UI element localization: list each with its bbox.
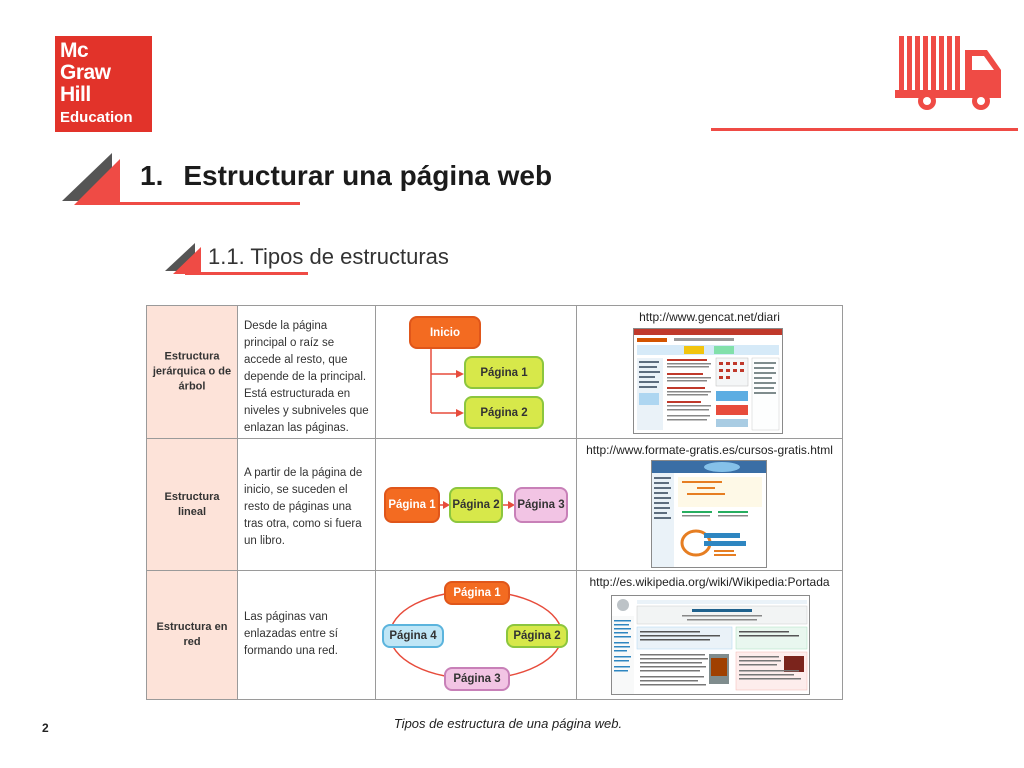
row-label-cell: Estructura lineal (147, 439, 238, 570)
row-label-cell: Estructura en red (147, 571, 238, 699)
website-screenshot (651, 460, 767, 568)
row-label: Estructura en red (156, 621, 228, 648)
linear-connectors (440, 501, 515, 509)
node-inicio: Inicio (409, 316, 481, 349)
example-url: http://es.wikipedia.org/wiki/Wikipedia:P… (589, 575, 830, 589)
website-screenshot (611, 595, 810, 695)
description-cell: Las páginas van enlazadas entre sí forma… (238, 571, 376, 699)
node-pagina-2: Página 2 (506, 624, 568, 648)
node-pagina-1: Página 1 (384, 487, 440, 523)
page-title: 1. Estructurar una página web (140, 160, 552, 192)
table-row: Estructura jerárquica o de árbol Desde l… (147, 306, 842, 439)
heading-decoration (62, 153, 302, 209)
table-row: Estructura en red Las páginas van enlaza… (147, 571, 842, 699)
example-url: http://www.formate-gratis.es/cursos-grat… (586, 443, 833, 457)
subsection-title: 1.1. Tipos de estructuras (208, 244, 449, 269)
mcgraw-hill-logo: Mc Graw Hill Education (55, 36, 152, 132)
logo-line-3: Hill (60, 83, 91, 106)
figure-caption: Tipos de estructura de una página web. (0, 716, 1024, 731)
example-cell: http://www.formate-gratis.es/cursos-grat… (577, 439, 842, 570)
example-cell: http://www.gencat.net/diari (577, 306, 842, 438)
truck-icon (893, 34, 1005, 112)
caption-text: Tipos de estructura de una página web. (393, 716, 623, 731)
tree-connectors (430, 349, 464, 417)
row-label: Estructura jerárquica o de árbol (152, 350, 232, 393)
logo-line-1: Mc (60, 39, 89, 62)
website-screenshot (633, 328, 783, 434)
example-url: http://www.gencat.net/diari (639, 310, 780, 324)
header-rule (711, 128, 1018, 131)
subheading-decoration (165, 243, 310, 277)
node-pagina-1: Página 1 (444, 581, 510, 605)
row-description: A partir de la página de inicio, se suce… (244, 467, 363, 547)
table-row: Estructura lineal A partir de la página … (147, 439, 842, 571)
logo-line-2: Graw (60, 61, 111, 84)
structures-table: Estructura jerárquica o de árbol Desde l… (146, 305, 843, 700)
description-cell: Desde la página principal o raíz se acce… (238, 306, 376, 438)
node-pagina-3: Página 3 (514, 487, 568, 523)
node-pagina-1: Página 1 (464, 356, 544, 389)
description-cell: A partir de la página de inicio, se suce… (238, 439, 376, 570)
node-pagina-2: Página 2 (464, 396, 544, 429)
row-label: Estructura lineal (164, 490, 220, 518)
section-number: 1. (140, 160, 164, 191)
logo-line-4: Education (60, 109, 133, 126)
diagram-cell: Página 1 Página 2 Página 3 (376, 439, 577, 570)
diagram-cell: Página 1 Página 2 Página 3 Página 4 (376, 571, 577, 699)
node-pagina-3: Página 3 (444, 667, 510, 691)
row-label-cell: Estructura jerárquica o de árbol (147, 306, 238, 438)
diagram-cell: Inicio Página 1 Página 2 (376, 306, 577, 438)
page-number: 2 (42, 721, 49, 735)
node-pagina-2: Página 2 (449, 487, 503, 523)
example-cell: http://es.wikipedia.org/wiki/Wikipedia:P… (577, 571, 842, 699)
row-description: Desde la página principal o raíz se acce… (244, 320, 369, 434)
section-title: Estructurar una página web (183, 160, 553, 191)
row-description: Las páginas van enlazadas entre sí forma… (244, 611, 338, 657)
node-pagina-4: Página 4 (382, 624, 444, 648)
